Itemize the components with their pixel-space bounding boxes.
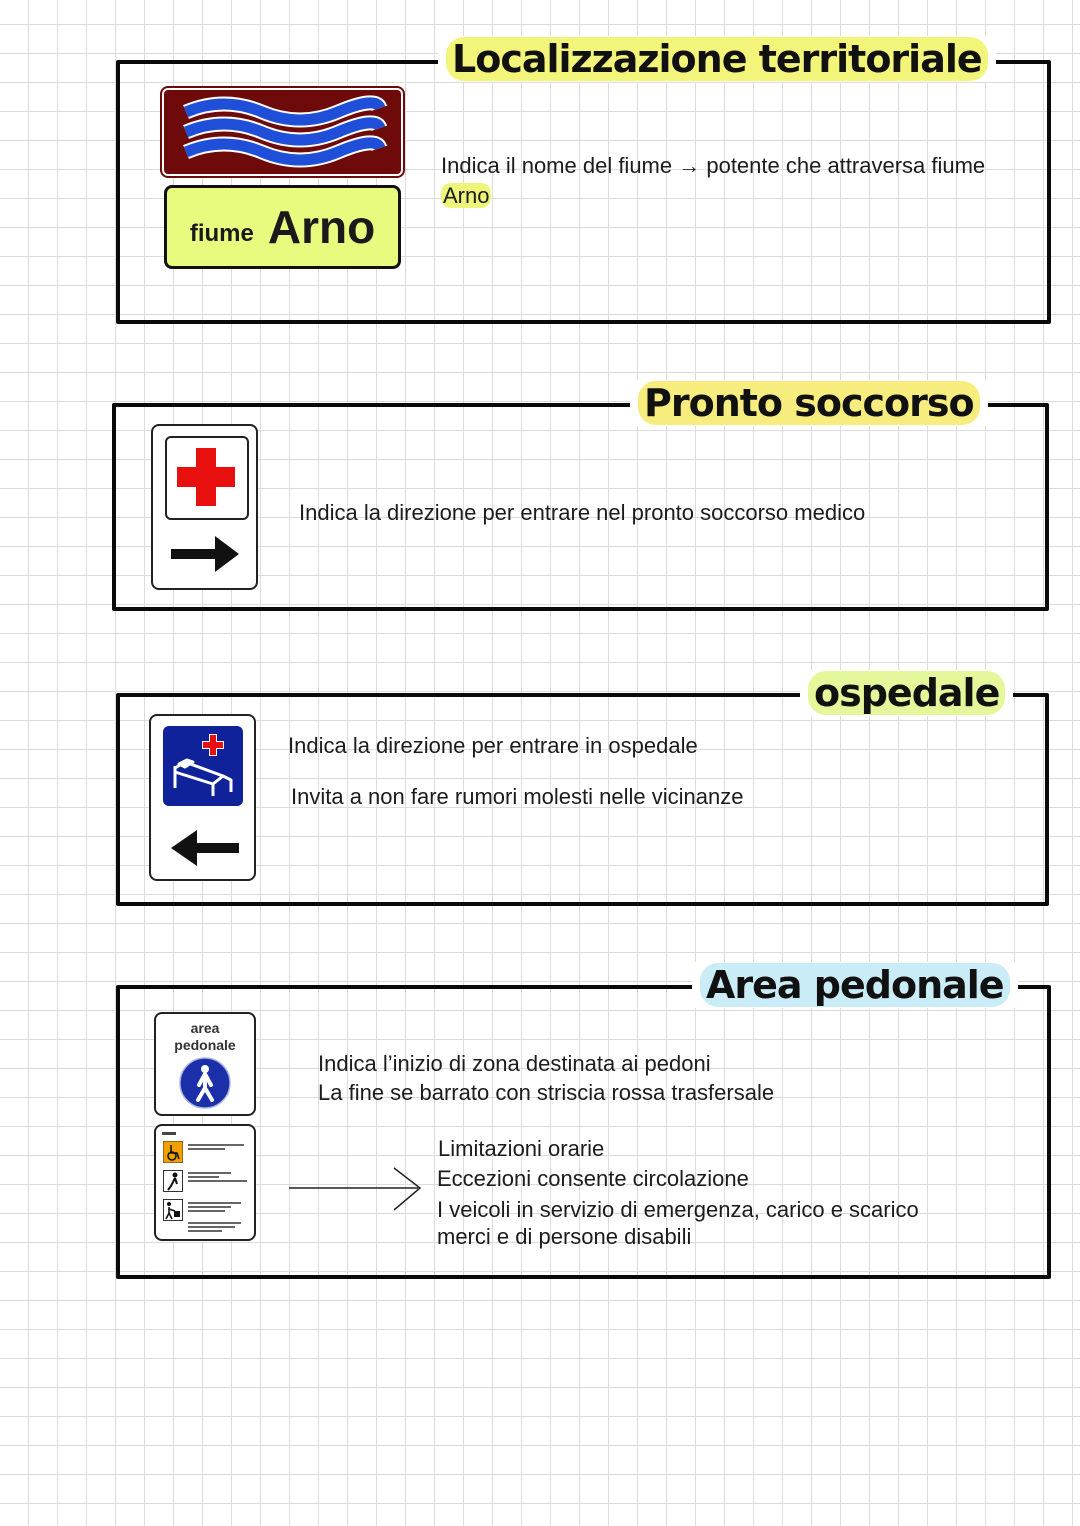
pedestrian-icon — [179, 1057, 231, 1109]
river-sign — [160, 86, 405, 178]
emergency-person-icon — [163, 1170, 183, 1192]
sign-big-text: Arno — [267, 201, 376, 253]
section-1-line-2: Arno — [441, 183, 492, 208]
sign-text-area: area — [190, 1020, 220, 1036]
section-4-sub-line-1: Limitazioni orarie — [438, 1136, 605, 1161]
area-pedonale-sign: area pedonale — [154, 1012, 256, 1116]
section-1-line-1: Indica il nome del fiume → potente che a… — [441, 153, 986, 178]
wheelchair-icon — [163, 1141, 183, 1163]
loading-cart-icon — [163, 1199, 183, 1221]
section-title-pronto-soccorso: Pronto soccorso — [630, 380, 988, 426]
section-2-line-1: Indica la direzione per entrare nel pron… — [299, 500, 866, 525]
section-pronto-soccorso-box — [112, 403, 1049, 611]
panel-heading-line — [162, 1132, 176, 1135]
section-title-localizzazione: Localizzazione territoriale — [438, 36, 996, 82]
arrow-connector-icon — [289, 1167, 422, 1211]
exceptions-panel-sign — [154, 1124, 256, 1241]
hospital-bed-icon — [173, 734, 233, 796]
section-3-line-2: Invita a non fare rumori molesti nelle v… — [291, 784, 744, 809]
sign-small-text: fiume — [189, 220, 254, 247]
section-3-line-1: Indica la direzione per entrare in osped… — [288, 733, 698, 758]
ospedale-sign — [149, 714, 256, 881]
section-4-sub-line-4: merci e di persone disabili — [437, 1224, 692, 1249]
arrow-right-icon — [171, 536, 239, 572]
section-4-line-2: La fine se barrato con striscia rossa tr… — [318, 1080, 775, 1105]
red-cross-icon — [177, 448, 235, 506]
section-area-pedonale-box — [116, 985, 1051, 1279]
arrow-left-icon — [171, 830, 239, 866]
panel-fine-print — [188, 1142, 250, 1234]
pronto-soccorso-sign — [151, 424, 258, 590]
section-title-area-pedonale: Area pedonale — [692, 962, 1018, 1008]
red-cross-panel — [165, 436, 249, 520]
section-title-ospedale: ospedale — [800, 670, 1014, 716]
section-4-line-1: Indica l’inizio di zona destinata ai ped… — [318, 1051, 711, 1076]
hospital-panel — [163, 726, 243, 806]
section-ospedale-box — [116, 693, 1049, 906]
fiume-arno-sign: fiume Arno — [164, 185, 401, 269]
section-4-sub-line-3: I veicoli in servizio di emergenza, cari… — [437, 1197, 919, 1222]
section-4-sub-line-2: Eccezioni consente circolazione — [437, 1166, 749, 1191]
river-waves-icon — [183, 95, 388, 168]
sign-text-pedonale: pedonale — [174, 1037, 236, 1053]
